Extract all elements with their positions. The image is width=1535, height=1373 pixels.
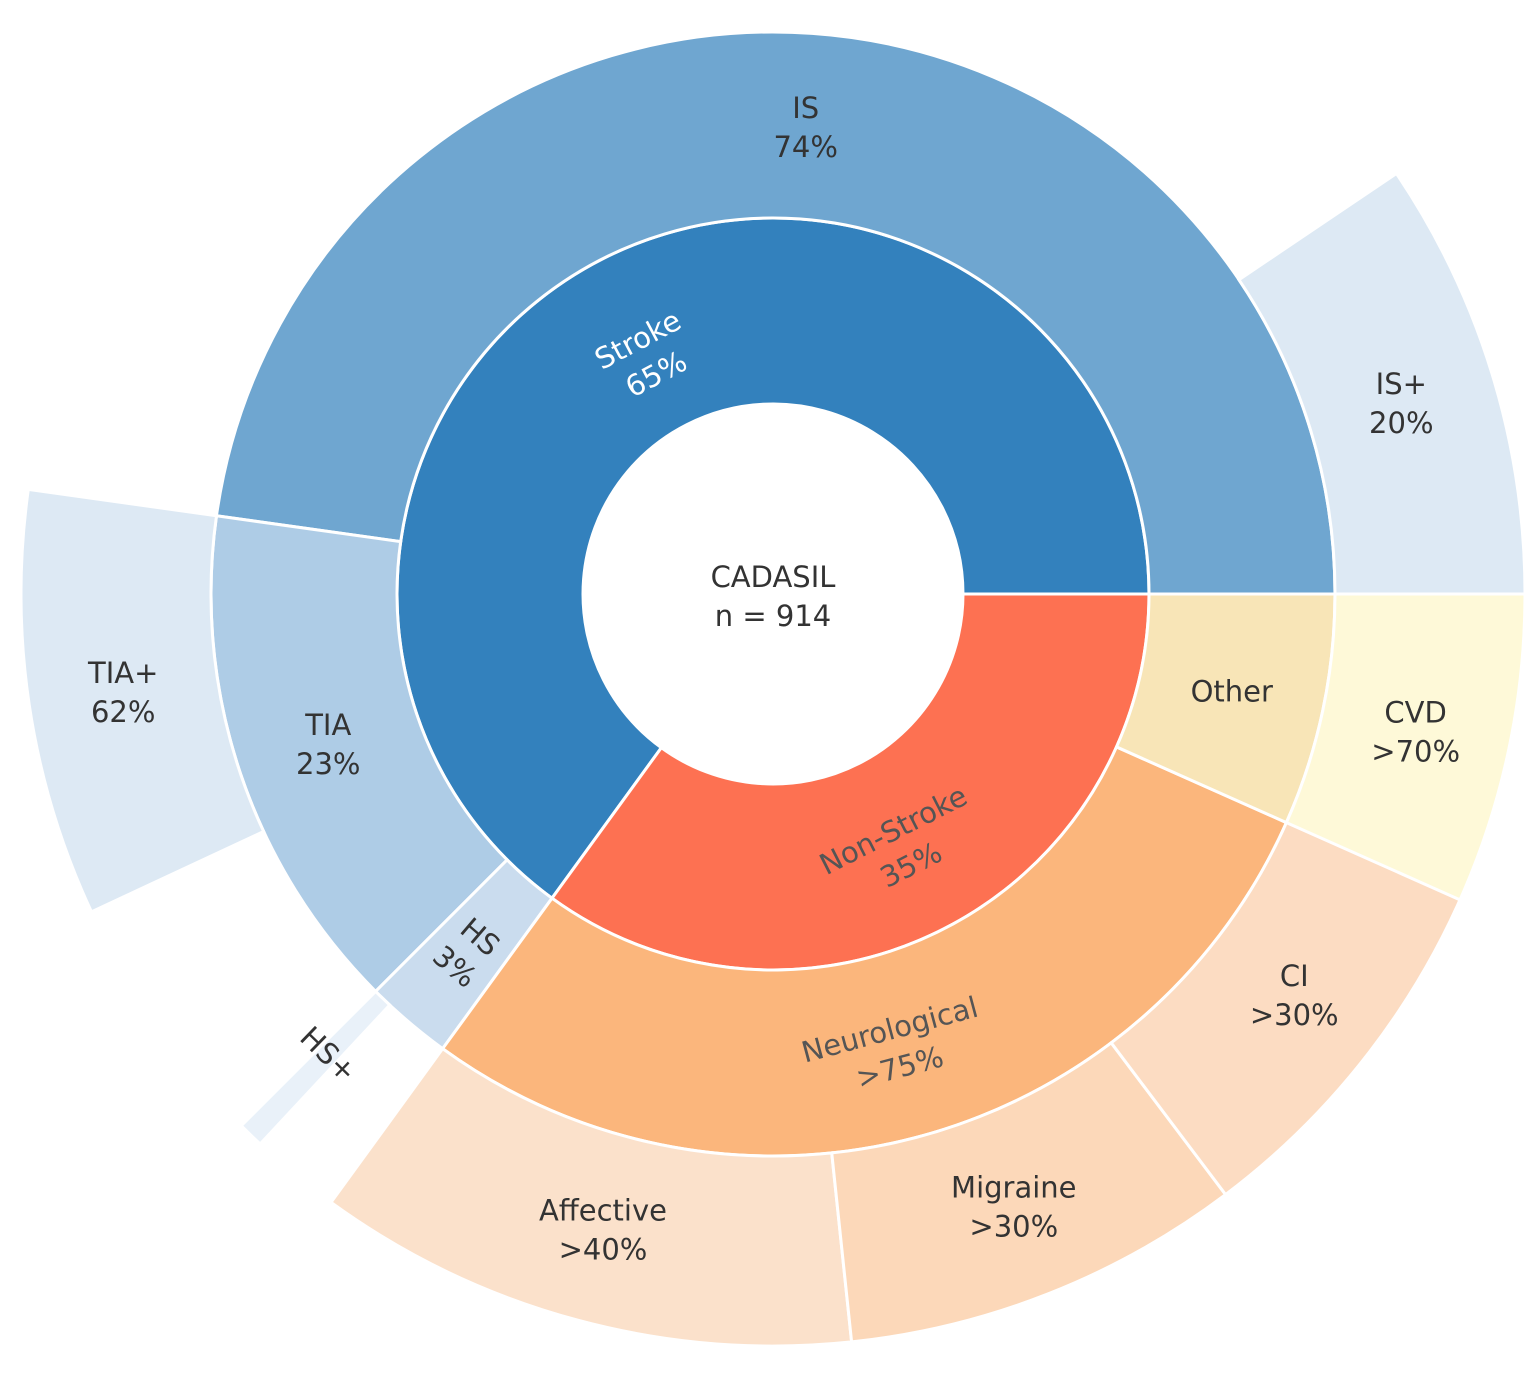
center-hole	[585, 406, 961, 782]
label-tia: TIA 23%	[296, 708, 360, 781]
label-is-name: IS	[792, 91, 819, 125]
segment-tia-plus[interactable]	[19, 487, 266, 914]
label-migraine: Migraine >30%	[951, 1170, 1076, 1243]
segment-cvd[interactable]	[1284, 592, 1527, 902]
label-ci: CI >30%	[1250, 959, 1339, 1032]
label-is-plus: IS+ 20%	[1369, 367, 1433, 440]
label-other: Other	[1191, 675, 1273, 709]
center-subtitle: n = 914	[715, 599, 831, 633]
label-tia-plus-value: 62%	[91, 695, 155, 729]
label-ci-name: CI	[1280, 959, 1309, 993]
label-tia-value: 23%	[296, 747, 360, 781]
label-tia-plus: TIA+ 62%	[87, 656, 158, 729]
label-ci-value: >30%	[1250, 998, 1339, 1032]
label-affective: Affective >40%	[539, 1194, 667, 1267]
label-affective-value: >40%	[559, 1233, 648, 1267]
label-cvd-value: >70%	[1371, 735, 1460, 769]
label-is-plus-name: IS+	[1376, 367, 1427, 401]
label-affective-name: Affective	[539, 1194, 667, 1228]
sunburst-segments	[19, 30, 1527, 1348]
center-title: CADASIL	[711, 560, 836, 594]
segment-hs-plus[interactable]	[239, 989, 392, 1147]
label-is: IS 74%	[773, 91, 837, 164]
label-migraine-value: >30%	[969, 1209, 1058, 1243]
label-tia-plus-name: TIA+	[87, 656, 158, 690]
label-is-value: 74%	[773, 130, 837, 164]
label-tia-name: TIA	[304, 708, 351, 742]
label-other-name: Other	[1191, 675, 1273, 709]
segment-is-plus[interactable]	[1236, 171, 1527, 596]
segment-is[interactable]	[214, 30, 1337, 596]
label-cvd: CVD >70%	[1371, 696, 1460, 769]
label-cvd-name: CVD	[1384, 696, 1446, 730]
label-migraine-name: Migraine	[951, 1170, 1076, 1204]
label-is-plus-value: 20%	[1369, 406, 1433, 440]
